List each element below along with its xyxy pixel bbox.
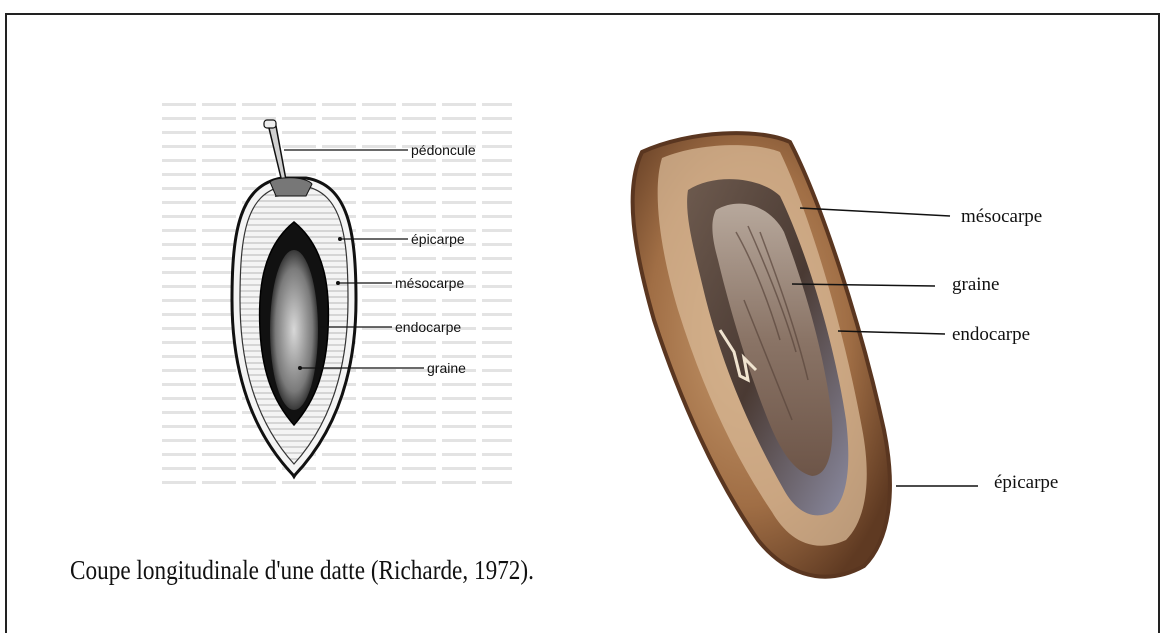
sketch-label-epicarp: épicarpe [411, 231, 465, 247]
sketch-seed [270, 250, 318, 410]
sketch-peduncle-cap [264, 120, 276, 128]
sketch-label-seed: graine [427, 360, 466, 376]
sketch-calyx [270, 178, 312, 196]
figure-caption: Coupe longitudinale d'une datte (Richard… [70, 555, 534, 586]
photo-label-mesocarp: mésocarpe [961, 206, 1042, 227]
date-photo [633, 133, 890, 577]
photo-label-endocarp: endocarpe [952, 324, 1030, 345]
sketch-label-mesocarp: mésocarpe [395, 275, 464, 291]
photo-label-epicarp: épicarpe [994, 472, 1058, 493]
photo-label-seed: graine [952, 274, 999, 295]
sketch-label-endocarp: endocarpe [395, 319, 461, 335]
sketch-label-peduncle: pédoncule [411, 142, 476, 158]
